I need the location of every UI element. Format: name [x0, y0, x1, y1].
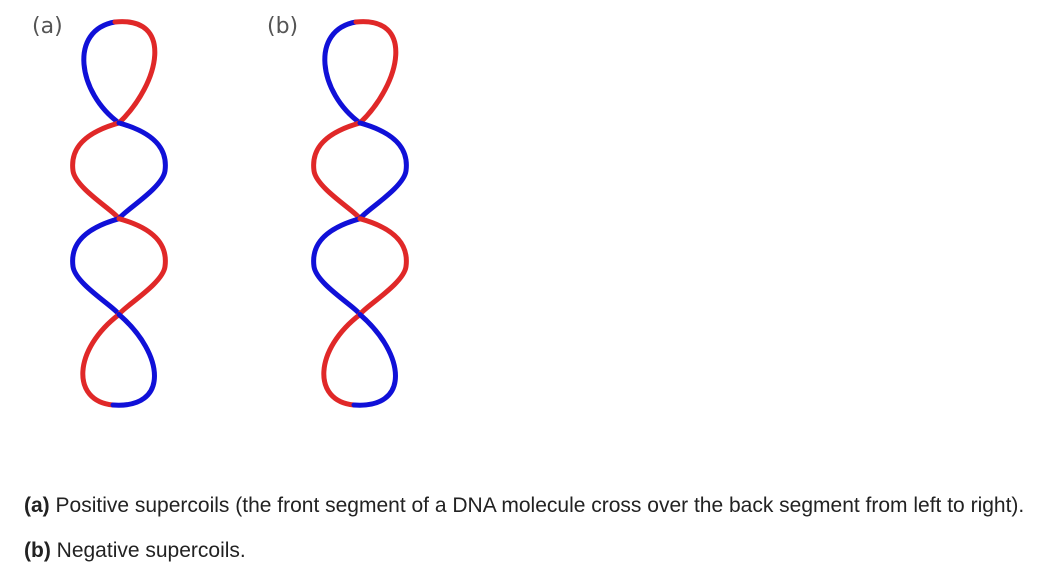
panel-b-lobe-2-right [360, 219, 406, 315]
panel-a-positive-supercoil [73, 22, 166, 406]
panel-a-top-loop-left [84, 22, 119, 123]
figure-caption: (a) Positive supercoils (the front segme… [24, 483, 1036, 573]
panel-b-lobe-1-left [314, 123, 360, 219]
panel-b-top-loop-left [325, 22, 360, 123]
caption-b-marker: (b) [24, 539, 51, 562]
panel-b-bottom-loop-right [354, 314, 395, 405]
panel-b-lobe-1-right [360, 123, 406, 219]
panel-a-lobe-2-right [119, 219, 165, 315]
caption-a-marker: (a) [24, 494, 50, 517]
panel-a-top-loop-right [115, 22, 155, 123]
supercoil-figure: (a) (b) [0, 0, 1041, 430]
panel-a-label: (a) [32, 14, 63, 39]
panel-a-lobe-1-right [119, 123, 165, 219]
panel-b-top-loop-right [356, 22, 396, 123]
panel-a-lobe-2-left [73, 219, 119, 315]
caption-b-text: Negative supercoils. [51, 539, 246, 562]
supercoil-diagram [0, 0, 1041, 430]
panel-b-negative-supercoil [314, 22, 407, 406]
panel-a-lobe-1-left [73, 123, 119, 219]
panel-b-label: (b) [267, 14, 298, 39]
panel-b-bottom-loop-left [324, 314, 360, 405]
caption-a-text: Positive supercoils (the front segment o… [50, 494, 1025, 517]
panel-b-lobe-2-left [314, 219, 360, 315]
panel-a-bottom-loop-right [113, 314, 154, 405]
panel-a-bottom-loop-left [83, 314, 119, 405]
